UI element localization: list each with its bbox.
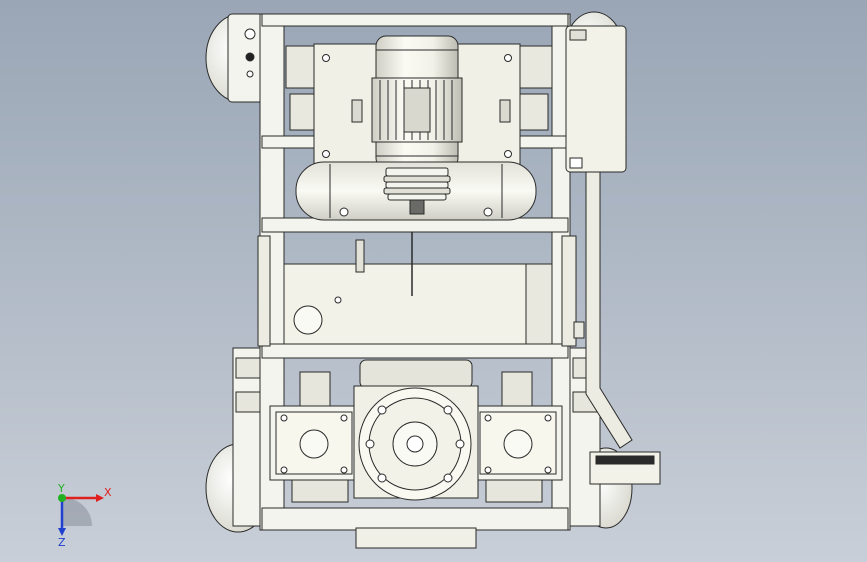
right-cylinder-head <box>473 371 563 503</box>
left-cylinder-head <box>269 371 359 503</box>
y-axis-label: Y <box>57 482 65 495</box>
middle-housing <box>283 232 585 345</box>
frame-holes <box>244 28 256 78</box>
electric-motor <box>371 35 463 169</box>
side-handle[interactable] <box>565 25 661 485</box>
drive-pulley <box>383 167 451 215</box>
orientation-triad[interactable]: X Y Z <box>57 482 112 549</box>
z-axis-label: Z <box>58 536 66 549</box>
compressor-pump <box>353 359 479 549</box>
x-axis-label: X <box>104 486 112 499</box>
